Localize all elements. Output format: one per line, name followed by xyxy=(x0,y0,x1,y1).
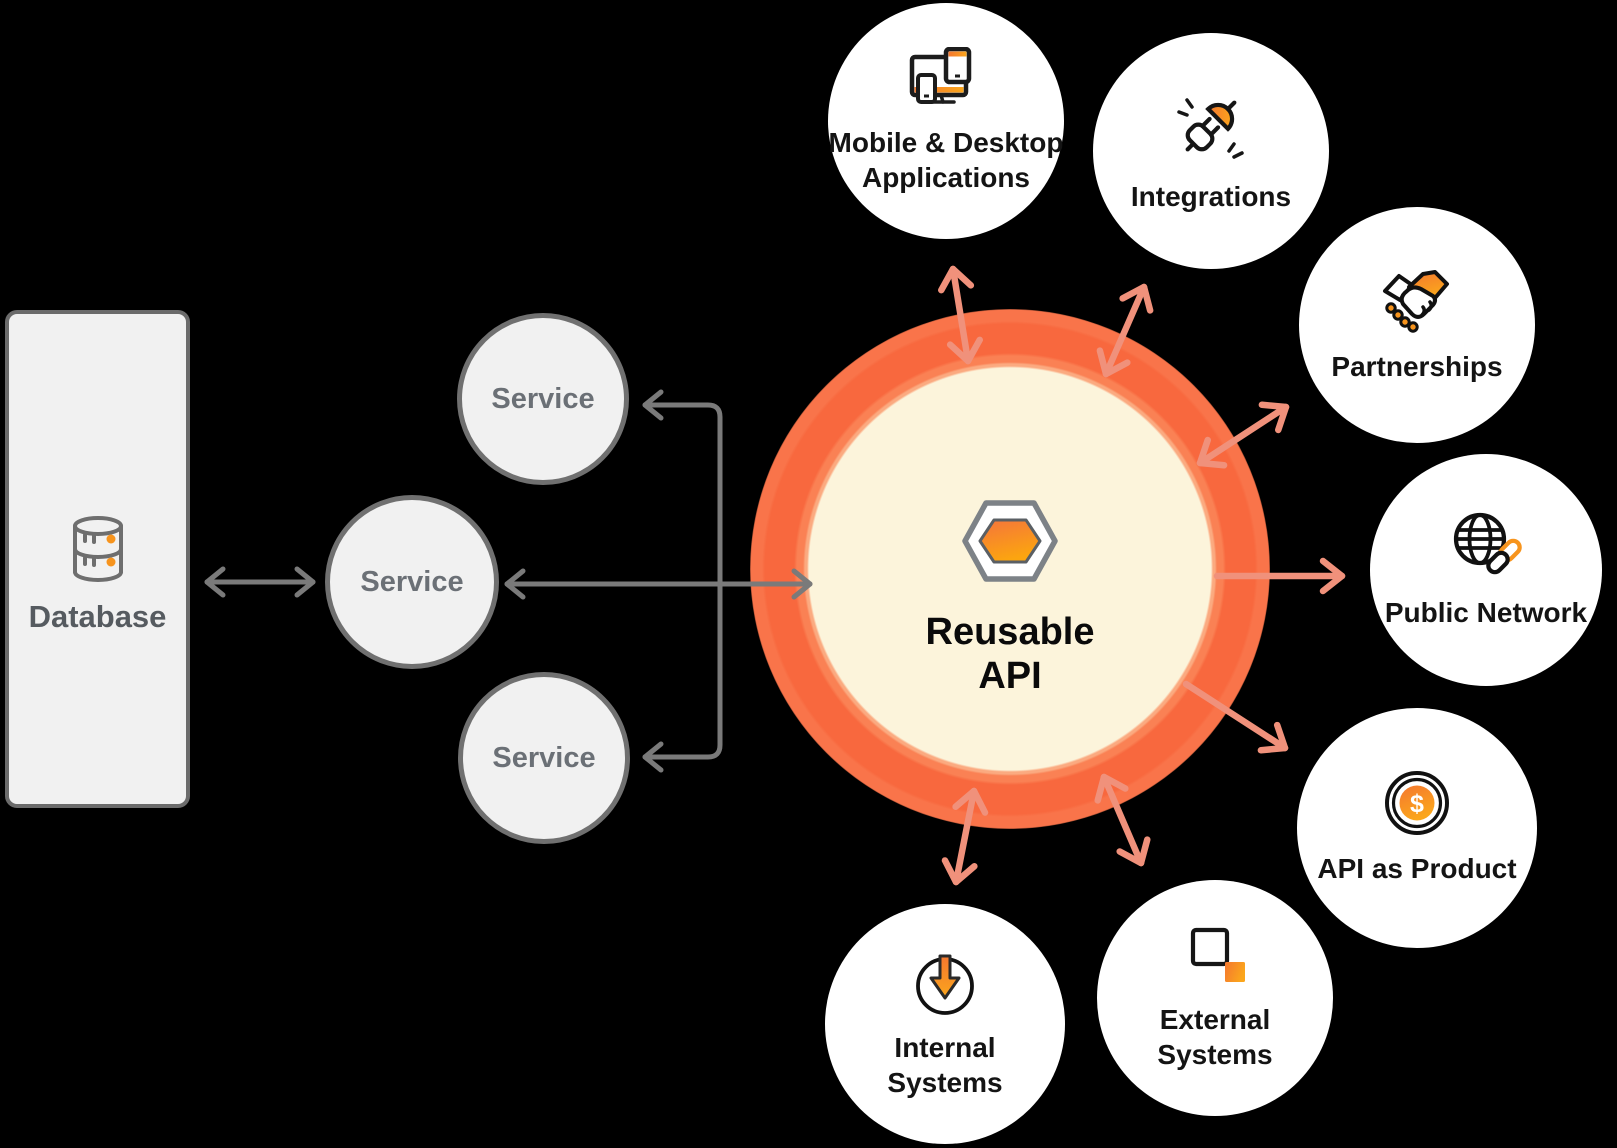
reusable-api-core: Reusable API xyxy=(750,309,1270,829)
overlapping-squares-icon xyxy=(1190,928,1245,983)
dollar-glyph: $ xyxy=(1410,790,1424,818)
devices-icon xyxy=(909,47,972,105)
satellite-api-as-product: $ API as Product xyxy=(1297,708,1537,948)
plug-icon xyxy=(1177,98,1244,160)
globe-link-icon xyxy=(1453,513,1522,575)
satellite-internal-systems: Internal Systems xyxy=(825,904,1065,1144)
dollar-coin-icon: $ xyxy=(1385,771,1449,836)
database-node: Database xyxy=(5,310,190,808)
satellite-public-network: Public Network xyxy=(1370,454,1602,686)
hexagon-icon xyxy=(962,500,1058,582)
core-title: Reusable API xyxy=(925,610,1095,697)
satellite-label: Partnerships xyxy=(1331,351,1503,383)
satellite-integrations: Integrations xyxy=(1093,33,1329,269)
satellite-label: Internal Systems xyxy=(887,1032,1003,1098)
service-label: Service xyxy=(491,382,595,415)
service-node-bottom: Service xyxy=(458,672,630,844)
handshake-icon xyxy=(1383,270,1449,334)
satellite-mobile-desktop-applications: Mobile & Desktop Applications xyxy=(828,3,1064,239)
service-node-top: Service xyxy=(457,313,629,485)
satellite-label: External Systems xyxy=(1157,1004,1273,1070)
database-label: Database xyxy=(28,599,167,634)
arrow-branch-services xyxy=(642,389,723,773)
database-icon xyxy=(72,516,123,582)
service-node-middle: Service xyxy=(325,495,499,669)
service-label: Service xyxy=(492,741,596,774)
satellite-label: Integrations xyxy=(1130,181,1292,213)
satellite-label: Mobile & Desktop Applications xyxy=(828,127,1064,193)
satellite-label: API as Product xyxy=(1317,853,1517,885)
service-label: Service xyxy=(360,565,464,598)
satellite-external-systems: External Systems xyxy=(1097,880,1333,1116)
satellite-partnerships: Partnerships xyxy=(1299,207,1535,443)
satellite-label: Public Network xyxy=(1384,597,1588,629)
download-arrow-icon xyxy=(916,954,974,1016)
